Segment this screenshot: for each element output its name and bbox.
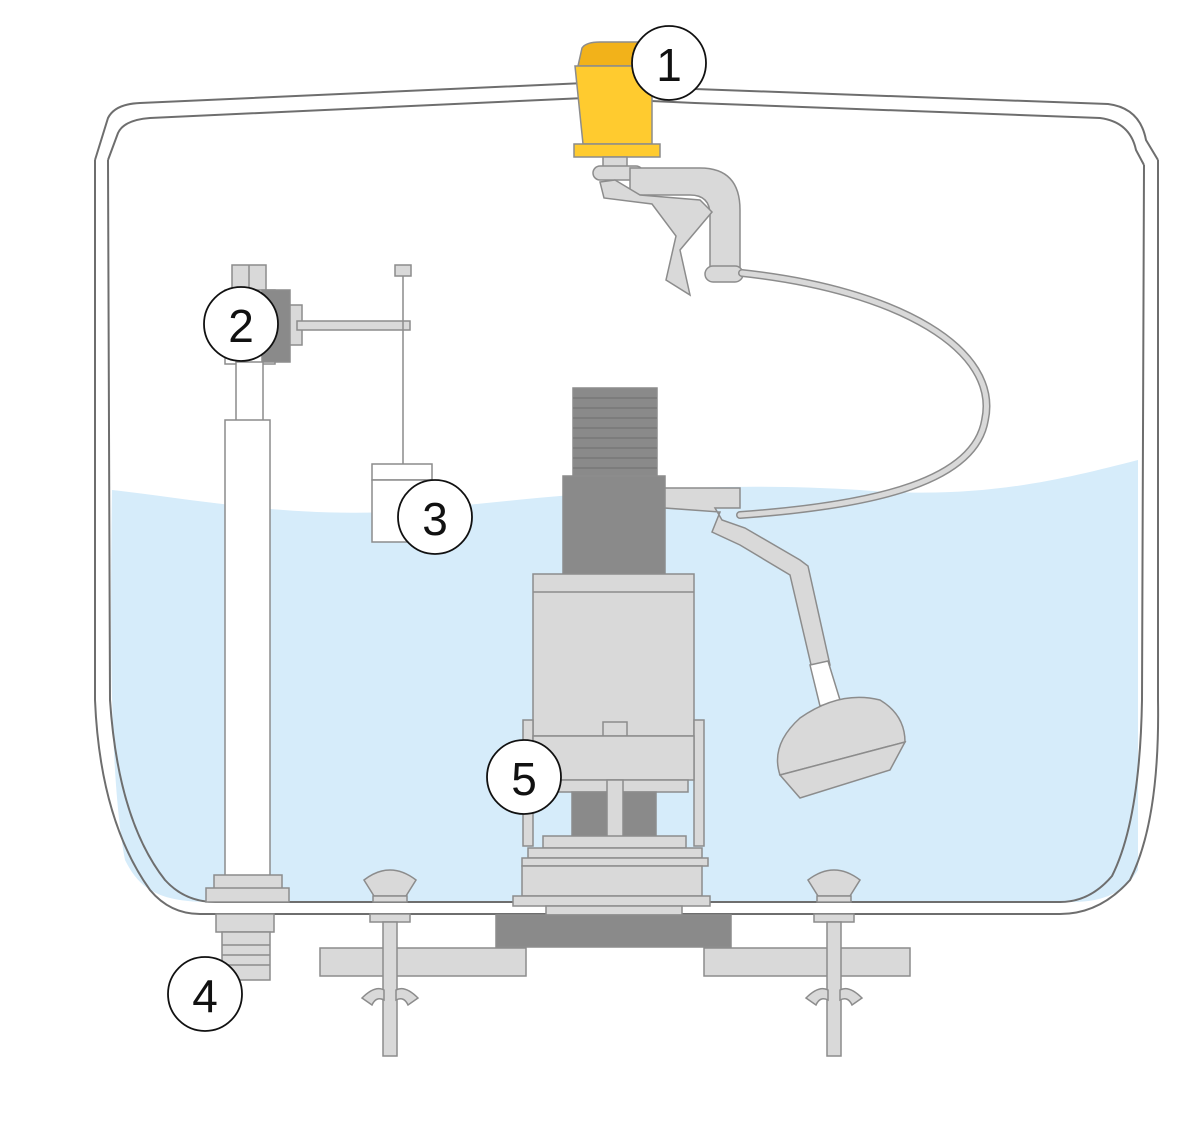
callout-4: 4 (167, 956, 243, 1032)
flush-cable (736, 269, 991, 519)
callout-label: 4 (192, 970, 218, 1022)
callout-circle (203, 286, 279, 362)
callout-label: 3 (422, 493, 448, 545)
callout-1: 1 (631, 25, 707, 101)
inlet-connector (215, 913, 275, 981)
flush-valve (495, 387, 831, 948)
flush-button (573, 41, 661, 168)
callout-circle (397, 479, 473, 555)
flush-linkage (592, 165, 744, 297)
callout-circle (631, 25, 707, 101)
callout-circle (167, 956, 243, 1032)
flush-float (776, 660, 907, 799)
callout-label: 5 (511, 753, 537, 805)
mounting-hardware (319, 869, 911, 1057)
callout-2: 2 (203, 286, 279, 362)
callout-5: 5 (486, 739, 562, 815)
callout-circle (486, 739, 562, 815)
callout-3: 3 (397, 479, 473, 555)
callout-label: 2 (228, 300, 254, 352)
callout-label: 1 (656, 39, 682, 91)
